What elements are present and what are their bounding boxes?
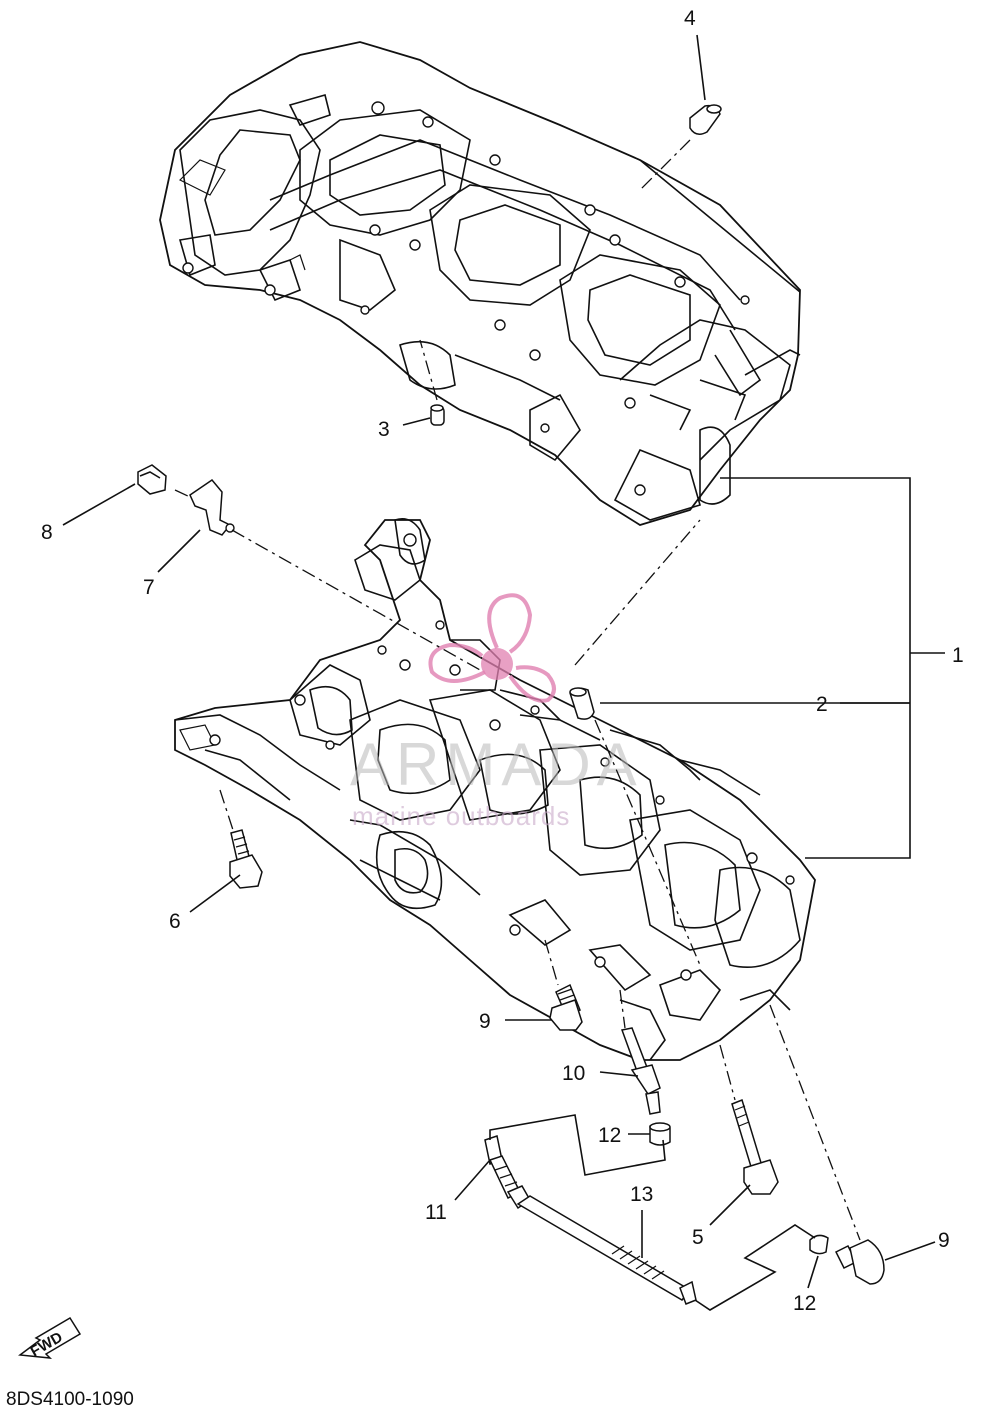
diagram-code: 8DS4100-1090 xyxy=(6,1389,134,1410)
callout-3: 3 xyxy=(378,418,390,441)
bolt-part-8 xyxy=(137,464,167,495)
elbow-fitting-part-9-right xyxy=(834,1239,885,1285)
bolt-part-5 xyxy=(731,1098,779,1195)
callout-12-top: 12 xyxy=(598,1124,621,1147)
callout-leaders xyxy=(62,34,936,1289)
watermark: ARMADA marine outboards xyxy=(350,593,643,831)
callout-12-bottom: 12 xyxy=(793,1292,816,1315)
bracket-part-7 xyxy=(189,478,235,536)
watermark-subtitle: marine outboards xyxy=(352,801,570,831)
cap-part-12-bottom xyxy=(809,1234,829,1255)
callout-8: 8 xyxy=(41,521,53,544)
callout-4: 4 xyxy=(684,7,696,30)
callouts: 1 2 3 4 5 6 7 8 9 9 10 11 12 13 12 xyxy=(41,7,964,1315)
callout-13: 13 xyxy=(630,1183,653,1206)
tube-part-13 xyxy=(516,1195,697,1305)
bolt-part-6 xyxy=(229,829,263,889)
hose-fitting-part-11 xyxy=(484,1135,531,1210)
bolt-part-10 xyxy=(620,1027,661,1115)
dowel-pin-part-2 xyxy=(569,687,595,720)
callout-1: 1 xyxy=(952,644,964,667)
dowel-pin-part-3 xyxy=(430,404,445,426)
callout-10: 10 xyxy=(562,1062,585,1085)
callout-9-right: 9 xyxy=(938,1229,950,1252)
lower-crankcase xyxy=(174,517,816,1061)
callout-5: 5 xyxy=(692,1226,704,1249)
callout-6: 6 xyxy=(169,910,181,933)
upper-crankcase xyxy=(159,41,801,526)
fitting-part-9-left xyxy=(549,983,583,1031)
callout-11: 11 xyxy=(425,1201,447,1224)
dowel-pin-part-4 xyxy=(689,104,722,135)
watermark-title: ARMADA xyxy=(350,731,643,798)
armada-logo-icon xyxy=(428,593,556,703)
cap-part-12-top xyxy=(649,1122,671,1146)
fwd-direction-badge: FWD xyxy=(18,1316,82,1360)
callout-2: 2 xyxy=(816,693,828,716)
callout-9-left: 9 xyxy=(479,1010,491,1033)
assembly-lines xyxy=(174,139,945,1311)
callout-7: 7 xyxy=(143,576,155,599)
